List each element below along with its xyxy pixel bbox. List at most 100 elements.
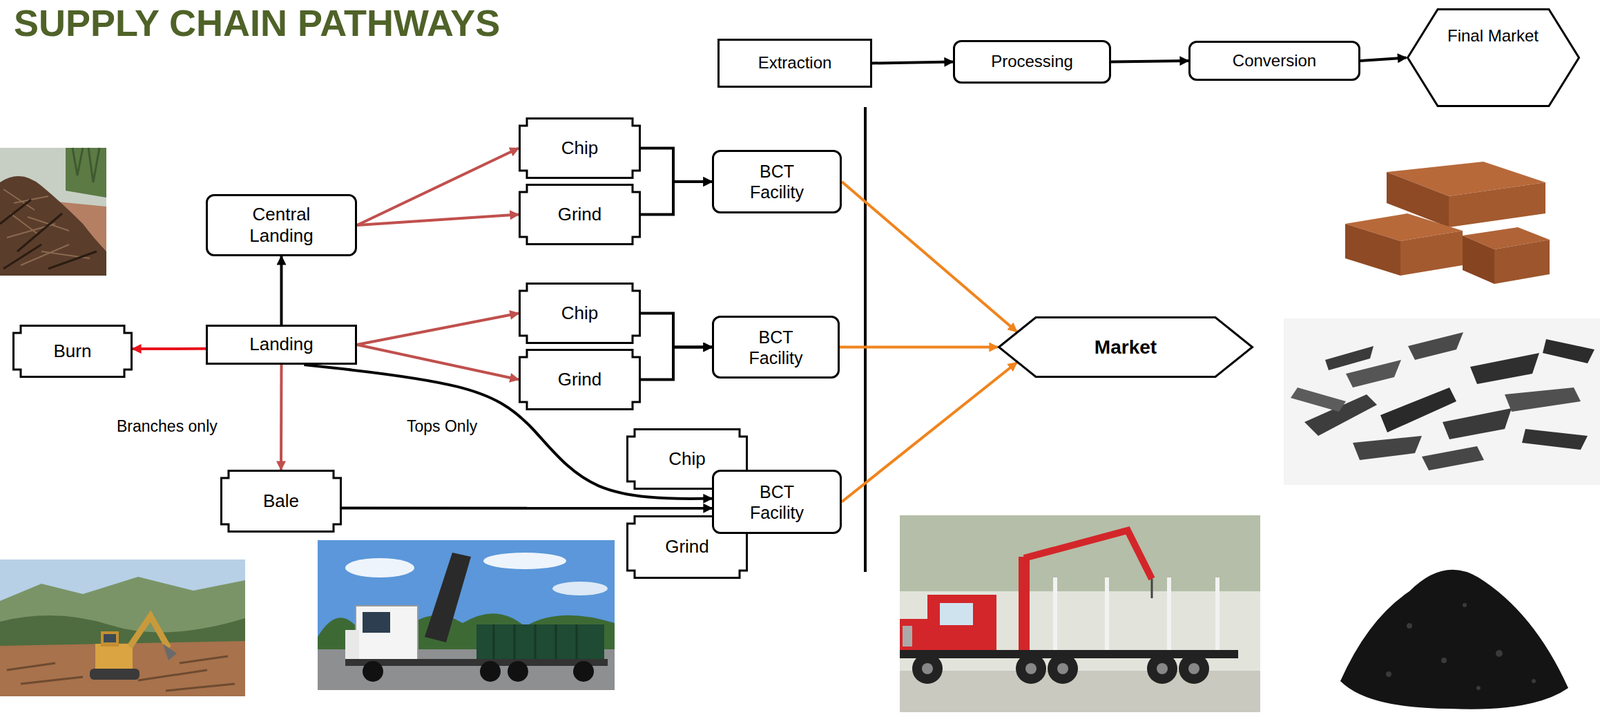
excavator-photo-part	[103, 633, 117, 643]
log-truck-photo-part-part	[1178, 653, 1210, 684]
wood-chips-photo-part	[1325, 345, 1374, 371]
node-label: Chip	[668, 448, 706, 470]
node-outline-shape	[519, 185, 641, 245]
biochar-photo-part-part	[1495, 649, 1503, 657]
wood-chips-photo-part	[1521, 428, 1588, 450]
slash-pile-photo-part	[72, 147, 100, 183]
node-label: Grind	[664, 535, 710, 558]
log-truck-photo-part-part	[1188, 662, 1200, 674]
node-outline-shape	[999, 317, 1253, 378]
wood-chips-photo-part	[1421, 446, 1484, 471]
log-truck-photo-part	[1024, 530, 1152, 579]
log-truck-photo-part-part	[1147, 653, 1178, 684]
flow-arrow	[279, 364, 284, 470]
roll-off-truck-photo-part	[493, 624, 577, 665]
slash-pile-photo-part	[0, 147, 107, 276]
flow-arrow	[640, 347, 712, 380]
slash-pile-photo	[0, 147, 107, 276]
biochar-photo-part-part	[1476, 685, 1481, 690]
facility-box: BCT Facility	[711, 149, 842, 214]
flow-arrow	[357, 214, 519, 226]
operation-box: Bale	[220, 469, 342, 533]
log-truck-photo-part-part	[1025, 662, 1037, 674]
stage-box: Extraction	[717, 38, 873, 88]
operation-box: Chip	[518, 117, 641, 179]
excavator-photo-part	[95, 643, 133, 669]
landing-box: Landing	[205, 324, 358, 365]
node-outline	[1406, 8, 1580, 108]
landing-box: Central Landing	[205, 194, 358, 257]
flow-arrow	[1360, 58, 1407, 62]
log-truck-photo-part	[939, 602, 973, 625]
stage-divider-line	[863, 107, 867, 572]
roll-off-truck-photo-part	[479, 660, 501, 682]
biochar-photo-part-part	[1441, 657, 1447, 663]
node-label: BCT Facility	[738, 481, 815, 523]
roll-off-truck-photo-part	[573, 660, 594, 682]
node-label: BCT Facility	[738, 326, 815, 369]
wood-chips-photo-part	[1352, 435, 1422, 460]
flow-arrow	[357, 313, 519, 346]
node-outline-shape	[13, 325, 132, 378]
node-outline-shape	[627, 516, 748, 578]
excavator-photo-part	[0, 640, 246, 697]
log-truck-photo-part	[927, 594, 997, 652]
node-outline-shape	[1407, 9, 1579, 107]
roll-off-truck-photo-part	[507, 660, 529, 682]
node-label: Chip	[561, 137, 599, 159]
flow-arrow	[1111, 60, 1189, 63]
roll-off-truck-photo-part	[362, 611, 391, 633]
biochar-photo-part-part	[1462, 602, 1467, 607]
node-label: Processing	[990, 51, 1074, 72]
market-hexagon: Final Market	[1406, 8, 1580, 108]
excavator-photo	[0, 559, 246, 697]
node-outline-shape	[519, 283, 641, 344]
briquette-photo-part	[1462, 235, 1495, 284]
biochar-photo	[1340, 569, 1569, 710]
briquette-photo-part	[1448, 182, 1546, 228]
flow-arrow	[357, 148, 519, 226]
facility-box: BCT Facility	[711, 315, 840, 379]
roll-off-truck-photo	[317, 540, 615, 690]
flow-arrow	[280, 256, 284, 325]
operation-box: Grind	[518, 183, 641, 246]
roll-off-truck-photo-part	[552, 581, 608, 596]
edge-label: Branches only	[113, 416, 221, 437]
wood-chips-photo-part	[1442, 408, 1512, 440]
log-truck-photo-part-part	[1156, 662, 1168, 674]
wood-chips-photo-part	[1290, 387, 1346, 412]
briquette-photo-part	[1345, 223, 1401, 276]
flow-arrow	[839, 345, 998, 349]
log-truck-photo-part	[1018, 556, 1030, 650]
roll-off-truck-photo-part	[345, 629, 360, 661]
briquette-photo	[1345, 161, 1550, 284]
wood-chips-photo-part	[1504, 387, 1581, 412]
biochar-photo-part-part	[1385, 671, 1392, 677]
log-truck-photo-part	[921, 662, 1200, 674]
diagram-title: SUPPLY CHAIN PATHWAYS	[13, 1, 500, 45]
node-outline-shape	[221, 470, 342, 532]
node-label: Conversion	[1232, 51, 1317, 72]
node-outline-shape	[519, 350, 641, 410]
flow-arrow	[640, 313, 712, 348]
roll-off-truck-photo-part	[483, 552, 567, 570]
flow-arrow	[872, 62, 953, 64]
node-label: Final Market	[1447, 26, 1539, 47]
log-truck-photo-part	[899, 618, 931, 652]
wood-chips-photo	[1283, 318, 1600, 485]
node-label: Central Landing	[233, 203, 331, 247]
roll-off-truck-photo-part	[355, 605, 418, 661]
excavator-photo-part	[0, 559, 246, 697]
excavator-photo-part	[89, 668, 140, 680]
flow-arrow	[841, 362, 1018, 503]
wood-chips-photo-part	[1408, 332, 1464, 360]
node-label: Extraction	[758, 53, 833, 74]
briquette-photo-part	[1494, 239, 1550, 284]
roll-off-truck-photo-part	[424, 552, 471, 643]
log-truck-photo-part-part	[1047, 653, 1078, 684]
log-truck-photo-part-part	[921, 662, 933, 674]
wood-chips-photo-part	[1345, 359, 1402, 388]
node-label: Landing	[249, 333, 314, 355]
briquette-photo-part	[1400, 230, 1463, 276]
